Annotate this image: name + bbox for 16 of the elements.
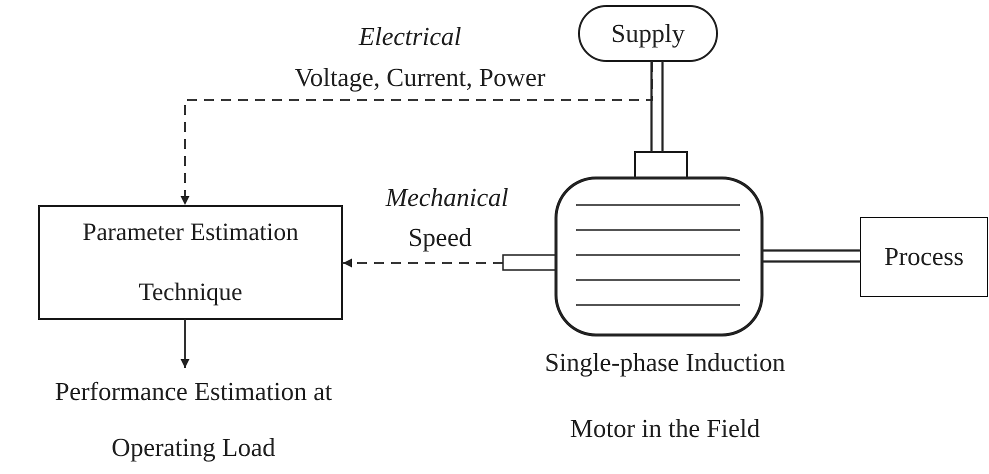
arrow — [343, 258, 503, 268]
shaft-connector — [650, 60, 664, 154]
signal-category-label: Electrical — [358, 22, 462, 52]
arrow — [180, 62, 653, 205]
signal-category-label: Mechanical — [386, 183, 508, 213]
output-text: Performance Estimation at Operating Load — [6, 368, 381, 472]
arrow — [180, 320, 190, 368]
shaft-connector — [760, 249, 862, 263]
box-label: Supply — [611, 18, 685, 48]
box-label: Process — [884, 242, 964, 272]
process-box — [38, 205, 343, 320]
motor-caption: Single-phase Induction Motor in the Field — [544, 347, 786, 445]
process-box — [860, 217, 988, 297]
box-label: Parameter Estimation Technique — [82, 218, 300, 308]
edge-label: Voltage, Current, Power — [294, 63, 546, 93]
edge-label: Speed — [408, 223, 472, 253]
